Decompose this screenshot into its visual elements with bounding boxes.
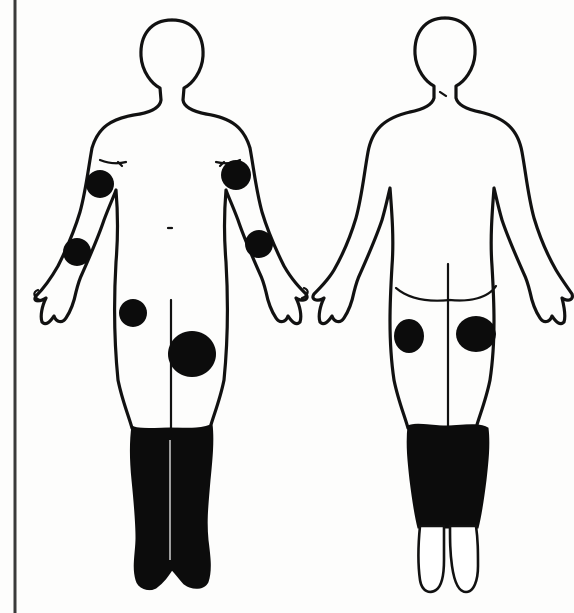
lesion-front-left-upper-arm	[221, 160, 251, 190]
back-head-right	[445, 18, 480, 112]
lesion-back-right-buttock	[394, 319, 424, 353]
back-body-right-side	[476, 112, 572, 428]
lesion-front-right-upper-arm	[86, 170, 114, 198]
back-left-foot	[450, 526, 478, 592]
front-right-chest-line	[100, 160, 126, 163]
back-neck-line	[440, 92, 446, 96]
back-view-figure	[313, 18, 572, 592]
back-head-left	[410, 18, 445, 112]
back-buttock-line	[396, 286, 496, 301]
front-lower-legs-shading	[131, 424, 213, 590]
back-lower-legs-shading	[407, 424, 489, 528]
lesion-front-left-thigh	[168, 331, 216, 377]
front-head-right	[172, 20, 206, 114]
front-head	[140, 20, 172, 114]
front-view-figure	[34, 20, 307, 590]
lesion-back-left-buttock	[456, 316, 496, 352]
lesion-front-left-forearm	[245, 230, 273, 258]
back-body-left-side	[313, 112, 410, 428]
lesion-front-right-thigh	[119, 299, 147, 327]
front-body-right-side	[206, 114, 307, 428]
front-body-left-side	[35, 114, 140, 428]
lesion-front-right-forearm	[63, 238, 91, 266]
back-right-foot	[419, 526, 445, 592]
